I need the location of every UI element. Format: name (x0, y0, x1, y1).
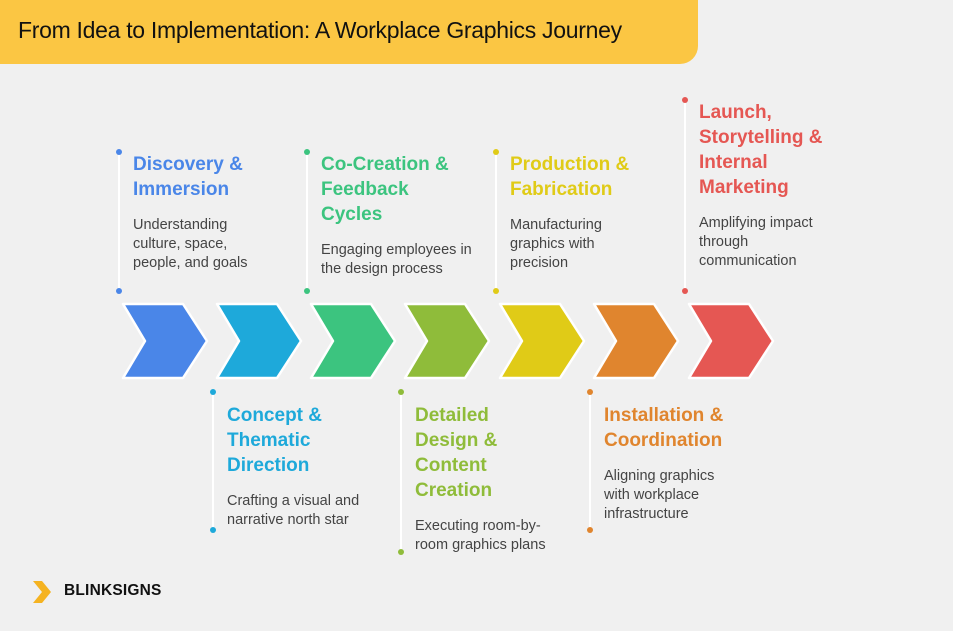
step-title-line: Discovery & (133, 154, 243, 175)
connector-dot-start (304, 149, 310, 155)
connector-dot-end (116, 288, 122, 294)
connector-dot-start (587, 389, 593, 395)
step-title-line: Storytelling & (699, 127, 823, 148)
step-title: Production & Fabrication (510, 152, 670, 202)
brand-chevron-icon (33, 581, 51, 603)
step-title-line: Cycles (321, 204, 383, 225)
step-title-line: Internal (699, 152, 768, 173)
step-title-line: Production & (510, 154, 630, 175)
step-title: Installation & Coordination (604, 403, 764, 453)
step-description: Manufacturing graphics with precision (510, 217, 602, 271)
step-description: Engaging employees in the design process (321, 242, 472, 277)
brand-name: BLINKSIGNS (64, 582, 162, 599)
step-title-line: Creation (415, 480, 493, 501)
title-banner: From Idea to Implementation: A Workplace… (0, 0, 698, 64)
step-title-line: Fabrication (510, 179, 613, 200)
step-description: Understanding culture, space, people, an… (133, 217, 248, 271)
step-title-line: Immersion (133, 179, 230, 200)
connector-dot-end (304, 288, 310, 294)
step-description: Crafting a visual and narrative north st… (227, 493, 360, 528)
chevron-arrow-icon (403, 302, 491, 380)
connector-dot-start (116, 149, 122, 155)
step-title-line: Feedback (321, 179, 409, 200)
chevron-arrow-icon (592, 302, 680, 380)
chevron-arrow-icon (687, 302, 775, 380)
chevron-arrow-icon (309, 302, 397, 380)
connector-dot-start (493, 149, 499, 155)
step-title-line: Installation & (604, 405, 724, 426)
step-title-line: Coordination (604, 430, 723, 451)
connector-line (400, 392, 402, 552)
connector-line (306, 152, 308, 291)
connector-dot-end (210, 527, 216, 533)
chevron-arrow-icon (121, 302, 209, 380)
step-title-line: Thematic (227, 430, 311, 451)
connector-dot-start (682, 97, 688, 103)
chevron-arrow-icon (215, 302, 303, 380)
step-title-line: Content (415, 455, 487, 476)
step-title-line: Detailed (415, 405, 489, 426)
step-title: Discovery & Immersion (133, 152, 293, 202)
connector-dot-end (587, 527, 593, 533)
connector-line (495, 152, 497, 291)
step-title-line: Co-Creation & (321, 154, 449, 175)
connector-dot-start (398, 389, 404, 395)
connector-dot-end (682, 288, 688, 294)
connector-line (212, 392, 214, 530)
step-title-line: Launch, (699, 102, 772, 123)
step-title-line: Concept & (227, 405, 322, 426)
connector-line (118, 152, 120, 291)
connector-dot-start (210, 389, 216, 395)
step-description: Aligning graphics with workplace infrast… (604, 468, 715, 522)
connector-line (589, 392, 591, 530)
step-title-line: Direction (227, 455, 310, 476)
step-description: Executing room-by-room graphics plans (415, 518, 546, 553)
connector-dot-end (398, 549, 404, 555)
step-description: Amplifying impact through communication (699, 215, 813, 269)
step-title-line: Design & (415, 430, 498, 451)
connector-line (684, 100, 686, 291)
chevron-arrow-icon (498, 302, 586, 380)
page-title: From Idea to Implementation: A Workplace… (18, 17, 622, 43)
step-title-line: Marketing (699, 177, 789, 198)
connector-dot-end (493, 288, 499, 294)
